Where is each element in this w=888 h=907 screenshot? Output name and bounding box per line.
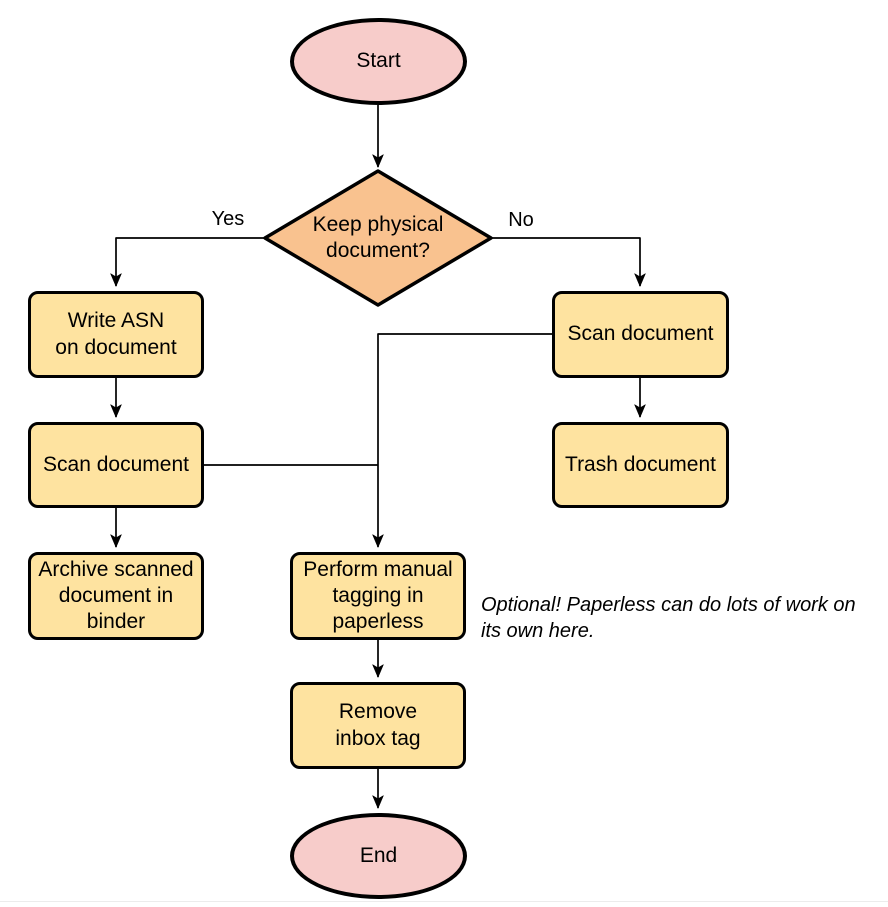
edge-label-yes: Yes xyxy=(211,208,245,230)
node-archive-binder: Archive scanned document in binder xyxy=(28,552,204,640)
node-scan-document-right-label: Scan document xyxy=(567,322,714,346)
node-start-label: Start xyxy=(356,49,401,73)
edge-decision-no xyxy=(491,237,640,286)
node-remove-inbox-tag-label: Remove inbox tag xyxy=(335,700,421,750)
node-decision-shape xyxy=(263,169,493,307)
node-scan-document-right: Scan document xyxy=(552,291,729,378)
node-scan-document-left: Scan document xyxy=(28,422,204,508)
node-start: Start xyxy=(290,18,467,105)
node-trash-document: Trash document xyxy=(552,422,729,508)
node-end: End xyxy=(290,813,467,899)
node-decision-label: Keep physical document? xyxy=(312,212,444,262)
node-end-label: End xyxy=(359,843,398,867)
node-manual-tagging: Perform manual tagging in paperless xyxy=(290,552,466,640)
edge-decision-yes xyxy=(116,237,265,286)
node-write-asn: Write ASN on document xyxy=(28,291,204,378)
node-archive-binder-label: Archive scanned document in binder xyxy=(38,557,194,634)
node-write-asn-label: Write ASN on document xyxy=(55,309,177,359)
node-remove-inbox-tag: Remove inbox tag xyxy=(290,682,466,769)
edge-scanright-to-tagging xyxy=(378,333,552,547)
node-manual-tagging-label: Perform manual tagging in paperless xyxy=(303,557,453,634)
edge-label-no: No xyxy=(508,209,534,231)
bottom-divider xyxy=(0,901,888,902)
node-trash-document-label: Trash document xyxy=(565,452,716,476)
annotation-text: Optional! Paperless can do lots of work … xyxy=(481,594,856,642)
node-scan-document-left-label: Scan document xyxy=(43,452,189,476)
